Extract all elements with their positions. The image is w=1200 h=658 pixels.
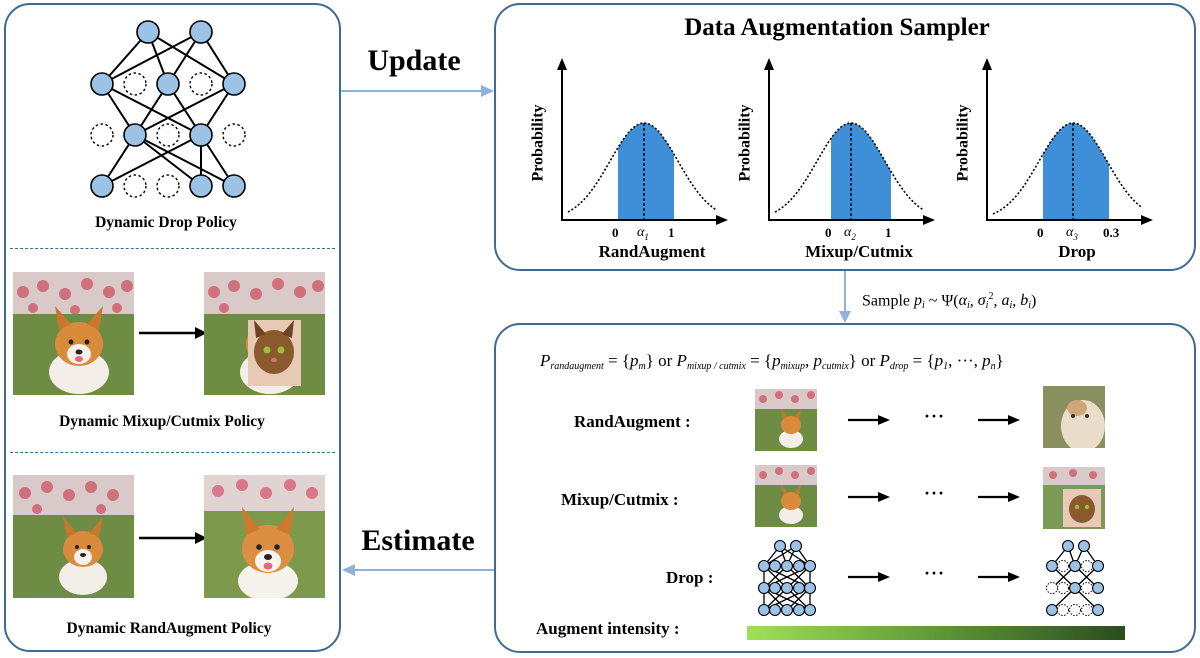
ellipsis: ··· [924, 406, 946, 426]
y-axis-arrowhead [982, 58, 992, 70]
distribution-plot [557, 58, 728, 225]
mixup-input-thumb [755, 465, 817, 527]
corgi-photo [13, 272, 134, 395]
drop-output-network [1045, 539, 1105, 617]
randaug-policy-caption: Dynamic RandAugment Policy [66, 620, 272, 637]
update-arrow [341, 85, 494, 97]
distribution-x-label: RandAugment [598, 242, 706, 261]
mixup-row-label: Mixup/Cutmix : [561, 490, 679, 509]
tick-label-low: 0 [612, 225, 619, 240]
tick-label-high: 0.3 [1103, 225, 1120, 240]
ellipsis: ··· [924, 483, 946, 503]
y-axis-arrowhead [557, 58, 567, 70]
sample-arrow [839, 271, 851, 323]
estimate-label: Estimate [361, 524, 475, 557]
update-label: Update [367, 44, 461, 77]
sample-formula: Sample pi ~ Ψ(αi, σi2, ai, bi) [862, 291, 1037, 312]
distribution-x-label: Mixup/Cutmix [805, 242, 913, 261]
probability-axis-label: Probability [954, 104, 972, 182]
x-axis-arrowhead [716, 215, 728, 225]
randaugment-output-thumb [1043, 386, 1105, 448]
corgi-cutmix-photo [204, 272, 325, 395]
policy-divider [10, 452, 335, 453]
shaded-probability-region [1043, 123, 1109, 220]
distribution-curve [992, 122, 1142, 215]
sampler-title: Data Augmentation Sampler [684, 14, 990, 41]
randaugment-row-label: RandAugment : [574, 412, 691, 431]
drop-network-diagram [90, 20, 246, 198]
plot-axes [561, 68, 718, 221]
ellipsis: ··· [924, 563, 946, 583]
transform-arrow [848, 415, 890, 425]
tick-label-alpha: α3 [1066, 225, 1078, 242]
mixup-arrow [139, 327, 207, 339]
transform-arrow [978, 492, 1020, 502]
shaded-probability-region [831, 123, 891, 220]
distribution-plot [982, 58, 1153, 225]
drop-row-label: Drop : [666, 568, 714, 587]
randaugment-input-thumb [755, 389, 817, 451]
y-axis-arrowhead [764, 58, 774, 70]
tick-label-high: 1 [885, 225, 892, 240]
plot-axes [768, 68, 925, 221]
distribution-plot [764, 58, 935, 225]
mixup-policy-caption: Dynamic Mixup/Cutmix Policy [59, 413, 265, 430]
probability-axis-label: Probability [736, 104, 754, 182]
corgi-augmented-photo [204, 475, 325, 598]
x-axis-arrowhead [923, 215, 935, 225]
plot-axes [986, 68, 1143, 221]
corgi-photo [13, 475, 134, 598]
transform-arrow [848, 572, 890, 582]
transform-arrow [978, 572, 1020, 582]
transform-arrow [848, 492, 890, 502]
drop-input-network [757, 539, 817, 617]
tick-label-alpha: α2 [844, 225, 856, 242]
distribution-curve [774, 122, 924, 213]
policy-divider [10, 248, 335, 249]
mixup-output-thumb [1043, 467, 1105, 529]
probability-axis-label: Probability [529, 104, 547, 182]
augment-intensity-bar [747, 626, 1125, 640]
augment-intensity-label: Augment intensity : [536, 619, 680, 638]
x-axis-arrowhead [1141, 215, 1153, 225]
tick-label-high: 1 [668, 225, 675, 240]
drop-policy-caption: Dynamic Drop Policy [95, 214, 237, 231]
tick-label-low: 0 [825, 225, 832, 240]
tick-label-alpha: α1 [637, 225, 649, 242]
randaug-arrow [139, 532, 207, 544]
transform-arrow [978, 415, 1020, 425]
shaded-probability-region [618, 123, 674, 220]
distribution-curve [567, 122, 717, 213]
distribution-x-label: Drop [1058, 242, 1096, 261]
policy-set-formula: Prandaugment = {pm} or Pmixup / cutmix =… [540, 351, 1004, 372]
tick-label-low: 0 [1037, 225, 1044, 240]
estimate-arrow [342, 564, 494, 576]
